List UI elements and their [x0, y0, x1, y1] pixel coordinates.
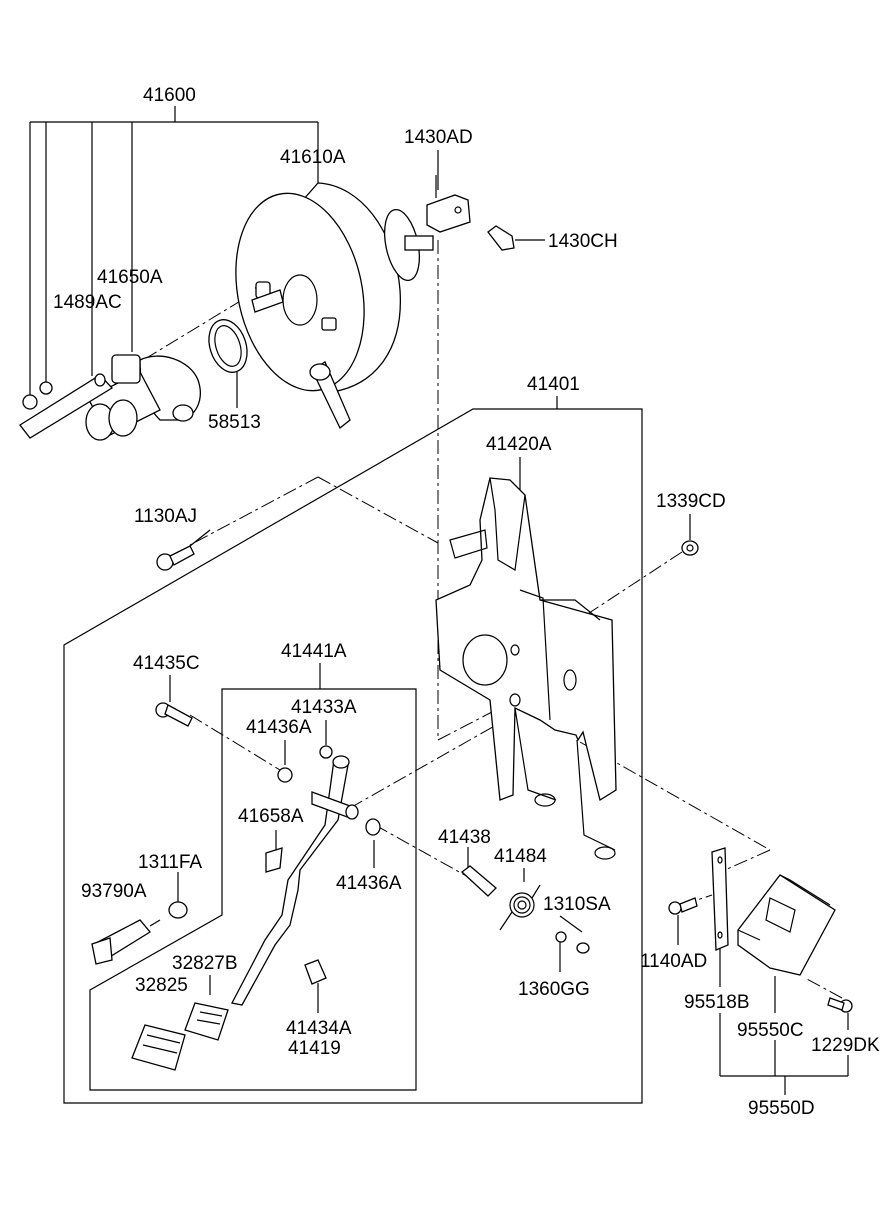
- label-41600: 41600: [143, 85, 196, 106]
- gasket-ring-icon: [208, 319, 248, 373]
- bolt-41435C-icon: [155, 702, 193, 727]
- label-41435C: 41435C: [133, 653, 200, 674]
- label-1430CH: 1430CH: [548, 231, 618, 252]
- label-1489AC: 1489AC: [53, 292, 122, 313]
- label-95550C: 95550C: [737, 1020, 804, 1041]
- label-1140AD: 1140AD: [640, 951, 707, 972]
- label-1311FA: 1311FA: [138, 852, 202, 873]
- label-32827B: 32827B: [172, 953, 238, 974]
- label-95518B: 95518B: [684, 992, 750, 1013]
- label-1339CD: 1339CD: [656, 491, 726, 512]
- master-cylinder-icon: [85, 354, 201, 441]
- bolt-1140AD-icon: [668, 897, 698, 915]
- label-41438: 41438: [438, 827, 491, 848]
- nut-1311FA-icon: [168, 901, 188, 919]
- label-1310SA: 1310SA: [543, 894, 611, 915]
- label-58513: 58513: [208, 412, 261, 433]
- part-labels: 41600 41610A 1430AD 1430CH 41650A 1489AC…: [53, 85, 880, 1119]
- small-nuts-icon: [555, 931, 590, 954]
- label-41610A: 41610A: [280, 147, 346, 168]
- assembly-box-41441A: [89, 688, 417, 1091]
- label-1130AJ: 1130AJ: [134, 506, 197, 527]
- label-41484: 41484: [494, 846, 547, 867]
- label-41658A: 41658A: [238, 806, 304, 827]
- bracket-plate-icon: [19, 373, 114, 439]
- sensor-module-icon: [737, 874, 836, 976]
- label-41436A-top: 41436A: [246, 717, 312, 738]
- bolt-1130AJ-icon: [156, 545, 195, 571]
- label-41401: 41401: [527, 374, 580, 395]
- label-95550D: 95550D: [748, 1098, 815, 1119]
- stop-lamp-switch-icon: [91, 919, 161, 965]
- label-41420A: 41420A: [486, 434, 552, 455]
- pedal-pin-icon: [460, 865, 497, 897]
- label-41433A: 41433A: [291, 697, 357, 718]
- label-41434A: 41434A: [286, 1018, 352, 1039]
- pedal-pad-32825-icon: [131, 1024, 186, 1071]
- clevis-icon: [426, 175, 471, 233]
- leader-lines: [29, 106, 849, 1095]
- label-1229DK: 1229DK: [811, 1035, 880, 1056]
- label-41419: 41419: [288, 1038, 341, 1059]
- stopper-41434A-icon: [304, 959, 327, 985]
- clevis-pin-icon: [487, 225, 515, 251]
- nut-1339CD-icon: [681, 540, 699, 556]
- label-32825: 32825: [135, 975, 188, 996]
- label-1360GG: 1360GG: [518, 979, 590, 1000]
- label-41441A: 41441A: [281, 641, 347, 662]
- pedal-bushing-icon: [277, 745, 381, 836]
- bolt-1229DK-icon: [827, 997, 853, 1013]
- label-1430AD: 1430AD: [404, 127, 473, 148]
- mounting-bracket-icon: [711, 847, 729, 951]
- label-41436A-bottom: 41436A: [336, 873, 402, 894]
- stopper-pad-icon: [265, 847, 283, 873]
- label-41650A: 41650A: [97, 267, 163, 288]
- label-93790A: 93790A: [81, 881, 147, 902]
- return-spring-icon: [499, 884, 541, 931]
- brake-pedal-arm-icon: [231, 755, 350, 1006]
- brake-booster-icon: [235, 182, 434, 430]
- pedal-pad-32827B-icon: [184, 1002, 229, 1041]
- pedal-bracket-icon: [435, 477, 617, 860]
